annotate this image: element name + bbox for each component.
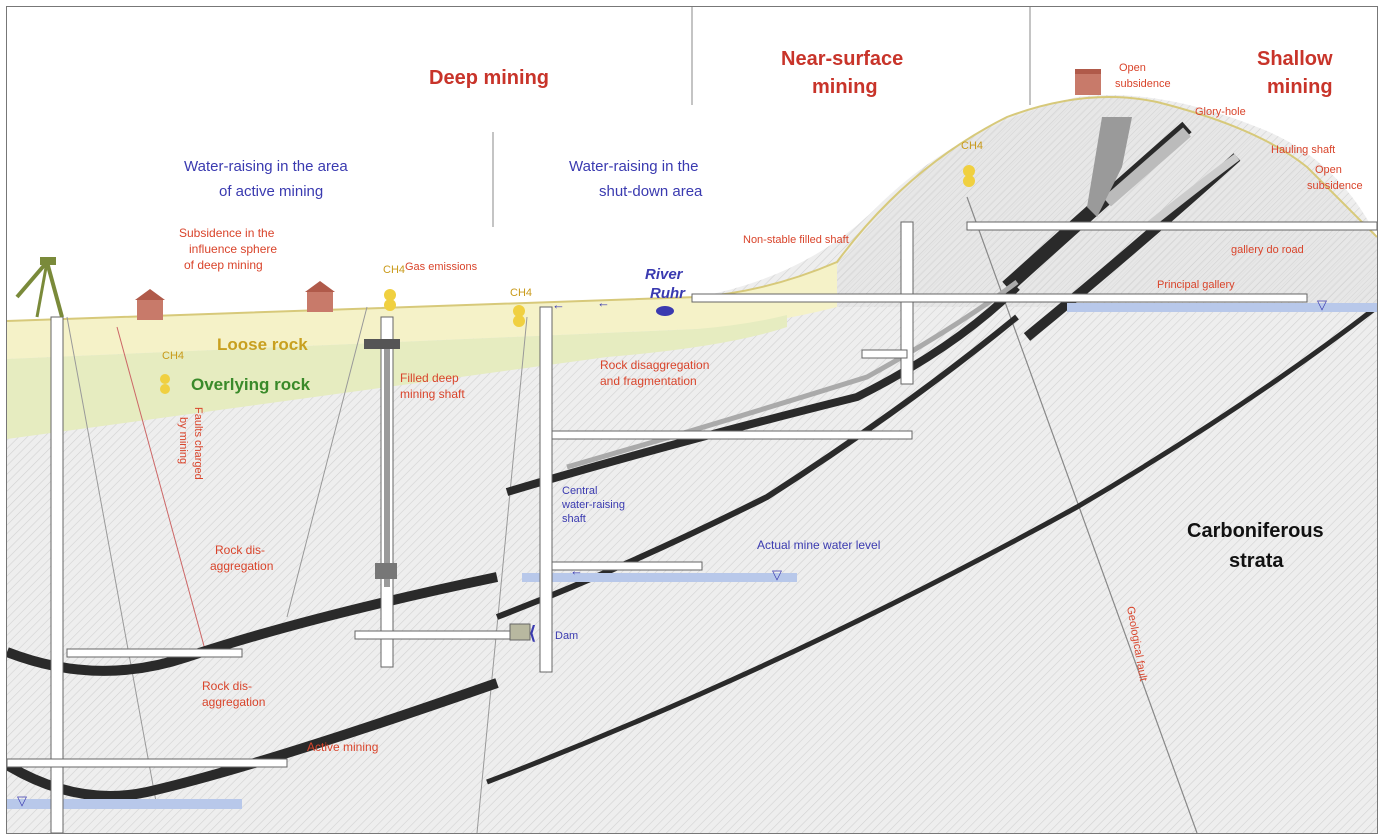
label-rock-fragmentation: Rock disaggregation — [600, 358, 709, 372]
coal-seam — [505, 284, 1020, 496]
label-subsidence: Subsidence in the — [179, 226, 275, 240]
loose-rock-layer — [7, 262, 837, 359]
gallery — [551, 561, 703, 571]
label-central-shaft-2: water-raising — [561, 499, 625, 511]
label-open-subsidence: Open — [1119, 62, 1146, 74]
gas-icon — [160, 374, 170, 394]
label-glory-hole: Glory-hole — [1195, 106, 1246, 118]
water-level-marker: ▽ — [772, 567, 782, 582]
gas-icon — [513, 305, 525, 327]
glory-hole-fill — [1087, 117, 1132, 217]
label-rock-disaggregation-b: Rock dis- — [202, 679, 252, 693]
worked-seam — [1144, 153, 1240, 231]
heading-deep-mining: Deep mining — [429, 67, 549, 89]
worked-seam — [1103, 127, 1191, 207]
coal-seam — [495, 314, 1019, 620]
gallery — [861, 349, 908, 359]
label-subsidence-3: of deep mining — [184, 258, 263, 272]
label-water-shutdown-2: shut-down area — [599, 183, 703, 200]
label-subsidence-2: influence sphere — [189, 242, 277, 256]
flow-arrow-icon: ← — [597, 295, 610, 310]
dam-icon: ⟨ — [529, 623, 536, 643]
label-actual-water-level: Actual mine water level — [757, 538, 880, 552]
fault-line — [286, 306, 368, 618]
winding-tower-icon — [15, 257, 64, 318]
house-icon — [1075, 69, 1101, 95]
dam-block — [509, 623, 531, 641]
label-non-stable-shaft: Non-stable filled shaft — [743, 234, 849, 246]
gallery — [354, 630, 516, 640]
label-dam: Dam — [555, 630, 578, 642]
heading-near-surface: Near-surface — [781, 48, 903, 70]
label-overlying-rock: Overlying rock — [191, 375, 311, 394]
fault-line — [476, 316, 528, 833]
gallery — [966, 221, 1377, 231]
ground-surface — [7, 96, 1377, 322]
label-water-active-2: of active mining — [219, 183, 323, 200]
label-central-shaft-3: shaft — [562, 513, 586, 525]
filled-shaft-core — [384, 347, 390, 587]
water-level — [1067, 303, 1377, 312]
label-gallery-road: gallery do road — [1231, 244, 1304, 256]
gallery — [66, 648, 243, 658]
label-carboniferous-2: strata — [1229, 550, 1284, 572]
flow-arrow-icon: ← — [552, 297, 565, 312]
label-faults-2: by mining — [177, 417, 189, 464]
label-rock-disaggregation-2: aggregation — [210, 559, 273, 573]
gallery — [7, 758, 288, 768]
label-water-active: Water-raising in the area — [184, 158, 348, 175]
label-open-subsidence-b: Open — [1315, 164, 1342, 176]
label-river-2: Ruhr — [650, 285, 686, 302]
label-hauling-shaft: Hauling shaft — [1271, 144, 1335, 156]
label-faults: Faults charged — [192, 407, 204, 480]
label-rock-disaggregation: Rock dis- — [215, 543, 265, 557]
gas-icon — [384, 289, 396, 311]
label-river: River — [645, 266, 684, 283]
shaft-plug — [375, 563, 397, 579]
label-gas-emissions: Gas emissions — [405, 261, 478, 273]
label-rock-fragmentation-2: and fragmentation — [600, 374, 697, 388]
flow-arrow-icon: ← — [570, 563, 583, 578]
label-carboniferous: Carboniferous — [1187, 520, 1324, 542]
fault-line — [66, 316, 158, 808]
shaft — [900, 221, 914, 385]
gallery — [551, 430, 913, 440]
principal-gallery — [691, 293, 1308, 303]
mining-cross-section: ▽ ▽ ▽ ← ← ← ⟨ Deep mining Near-surface m… — [7, 7, 1377, 833]
gas-icon — [963, 165, 975, 187]
label-water-shutdown: Water-raising in the — [569, 158, 699, 175]
water-level-marker: ▽ — [17, 793, 27, 808]
label-open-subsidence-b2: subsidence — [1307, 180, 1363, 192]
water-level-marker: ▽ — [1317, 297, 1327, 312]
water-level — [7, 799, 242, 809]
worked-seam — [566, 279, 1019, 470]
fault-line — [116, 326, 208, 658]
label-active-mining: Active mining — [307, 740, 378, 754]
shaft — [50, 316, 64, 833]
label-loose-rock: Loose rock — [217, 335, 308, 354]
overlying-rock-layer — [7, 315, 787, 439]
shaft — [539, 306, 553, 673]
shaft-plug — [364, 339, 400, 349]
coal-seam — [486, 305, 1377, 785]
diagram-frame: ▽ ▽ ▽ ← ← ← ⟨ Deep mining Near-surface m… — [6, 6, 1378, 834]
label-ch4: CH4 — [961, 140, 983, 152]
label-ch4: CH4 — [162, 350, 184, 362]
heading-shallow-2: mining — [1267, 76, 1333, 98]
label-open-subsidence-2: subsidence — [1115, 78, 1171, 90]
label-ch4: CH4 — [383, 264, 405, 276]
house-icon — [135, 289, 165, 320]
label-filled-deep-shaft-2: mining shaft — [400, 387, 465, 401]
label-filled-deep-shaft: Filled deep — [400, 371, 459, 385]
label-ch4: CH4 — [510, 287, 532, 299]
label-principal-gallery: Principal gallery — [1157, 279, 1235, 291]
heading-near-surface-2: mining — [812, 76, 878, 98]
label-rock-disaggregation-b2: aggregation — [202, 695, 265, 709]
water-level — [522, 573, 797, 582]
house-icon — [305, 281, 335, 312]
heading-shallow: Shallow — [1257, 48, 1333, 70]
label-central-shaft: Central — [562, 485, 597, 497]
river-icon — [656, 306, 674, 316]
